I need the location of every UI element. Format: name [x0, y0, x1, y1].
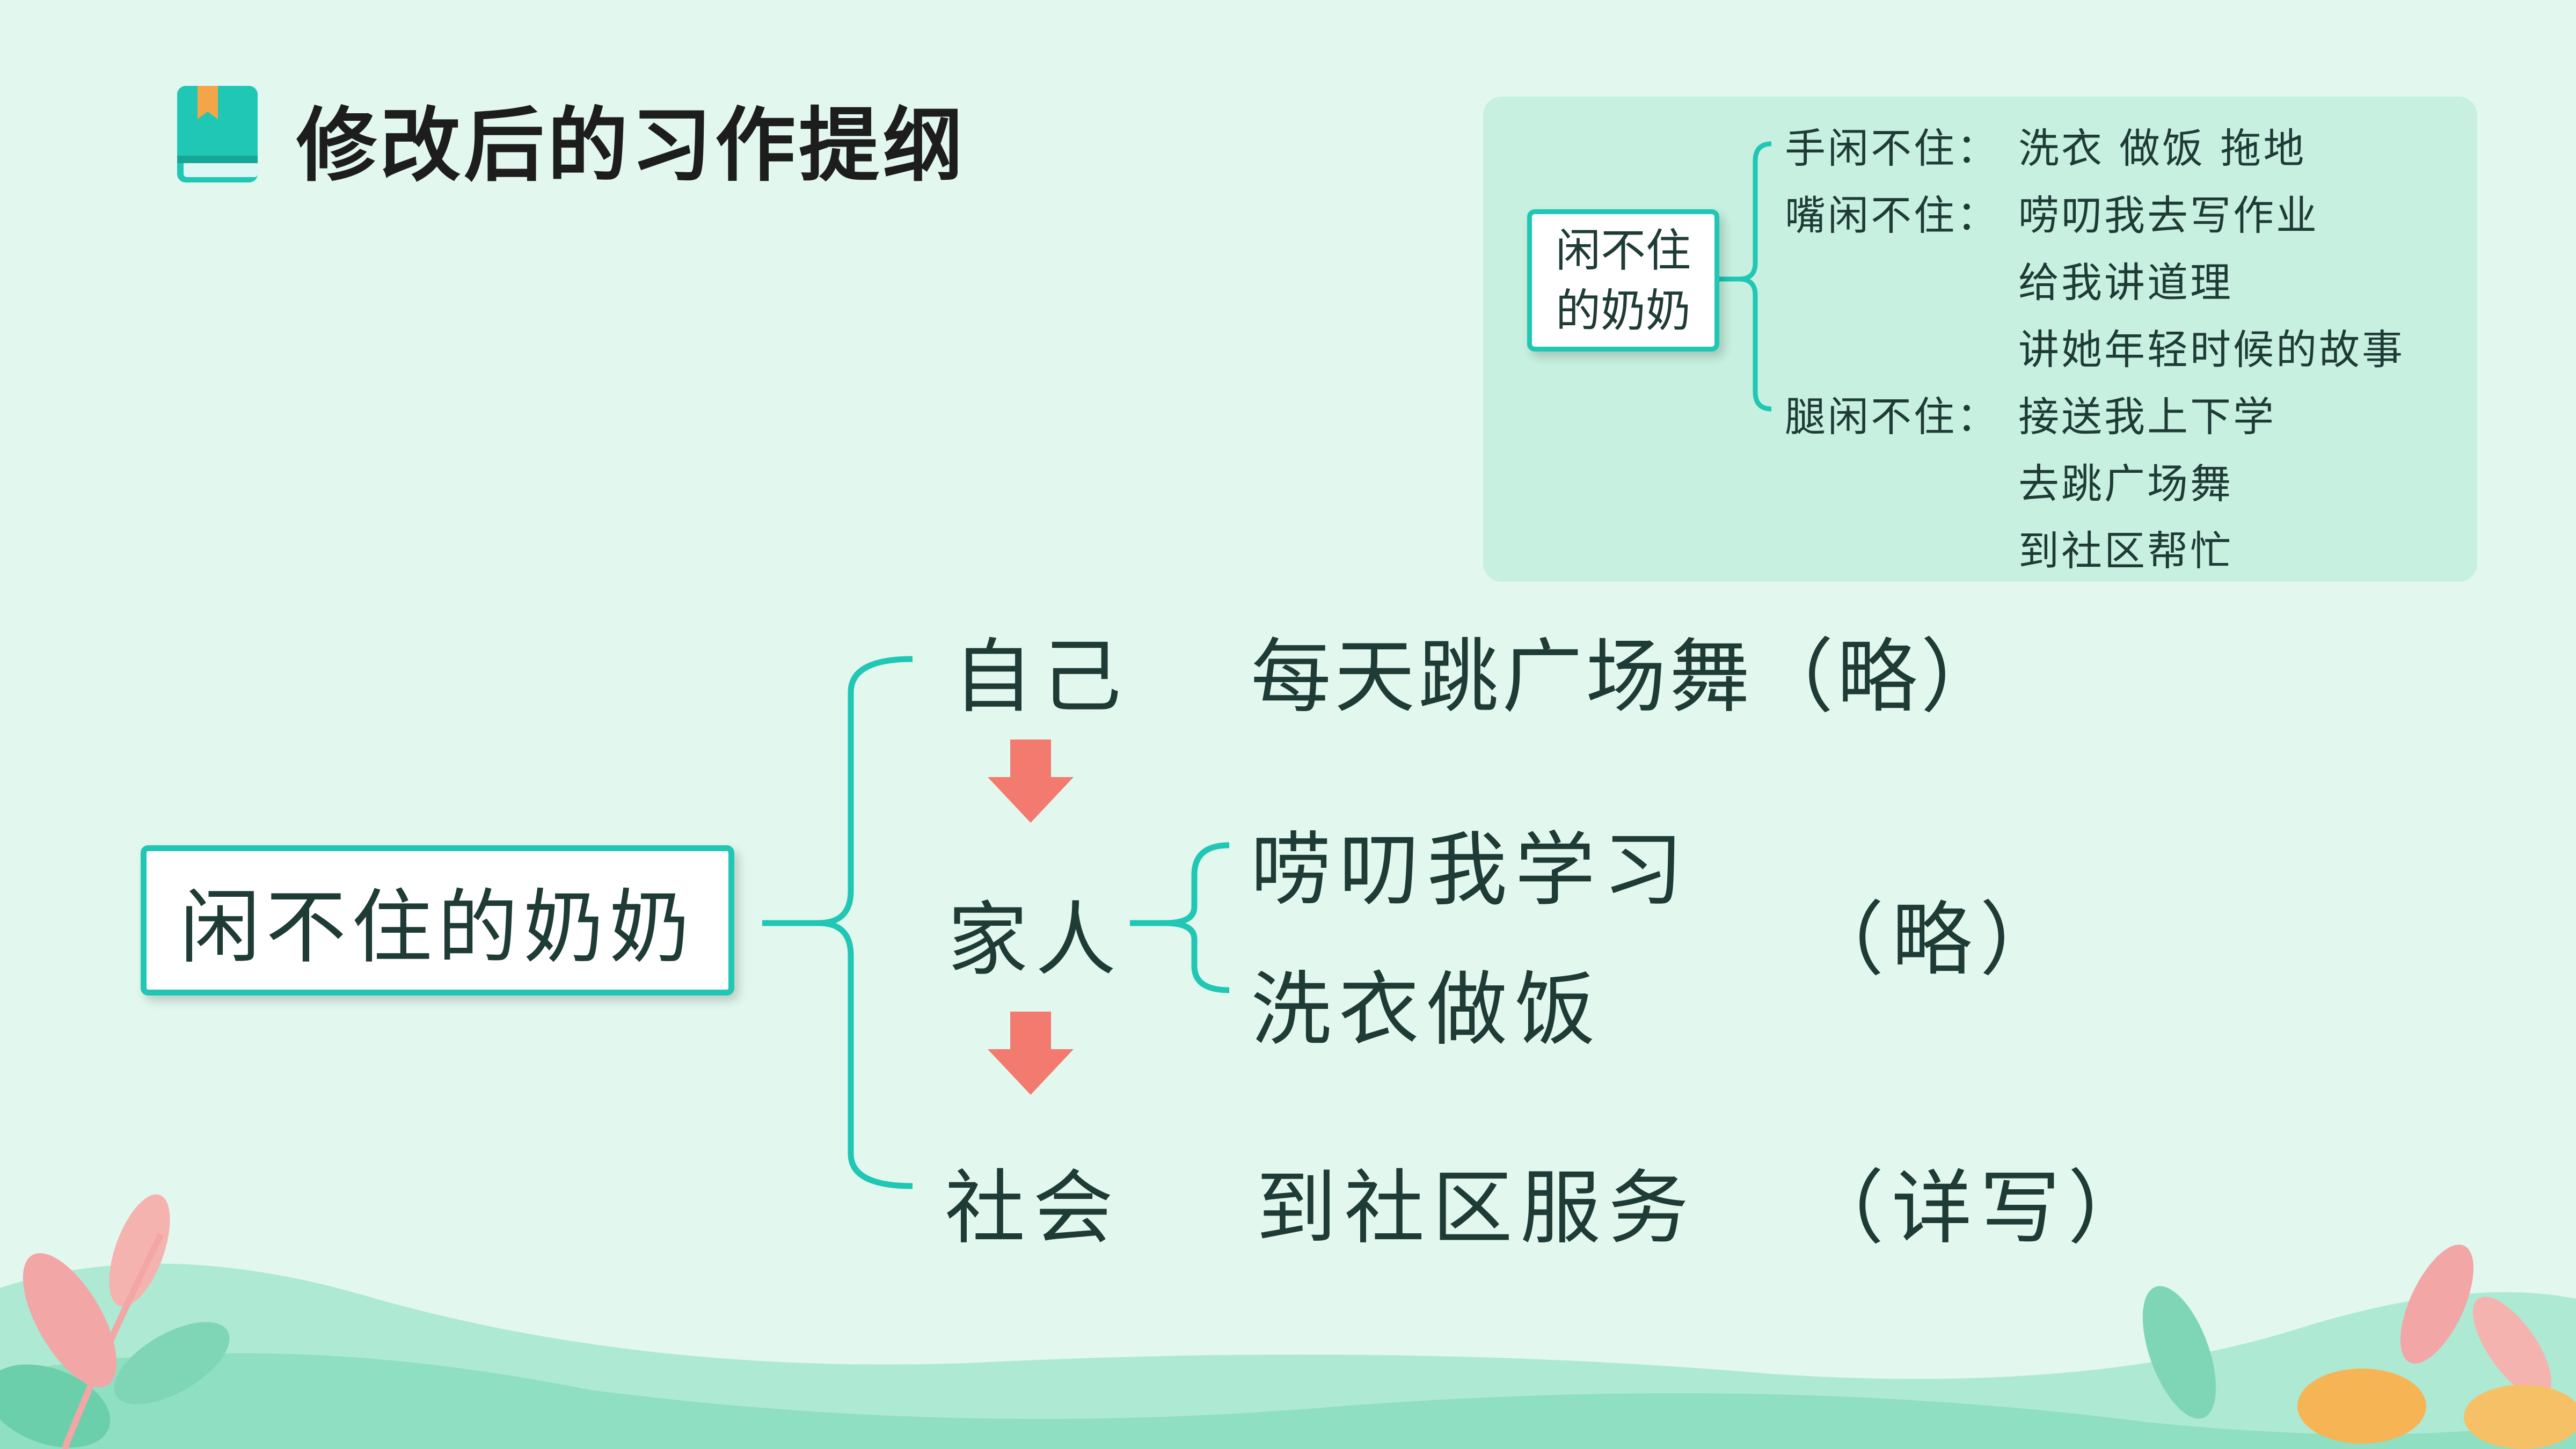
down-arrow-icon	[988, 1012, 1074, 1097]
down-arrow-icon	[988, 740, 1074, 825]
inset-root-line-2: 的奶奶	[1555, 284, 1691, 337]
branch-family-note: （略）	[1804, 894, 2068, 987]
inset-text-leg-1: 接送我上下学	[2018, 393, 2276, 441]
inset-text-leg-3: 到社区帮忙	[2018, 527, 2233, 575]
inset-text-hand: 洗衣 做饭 拖地	[2018, 125, 2307, 172]
inset-text-mouth-1: 唠叨我去写作业	[2018, 192, 2319, 239]
inset-text-leg-2: 去跳广场舞	[2018, 460, 2233, 508]
main-root-box: 闲不住的奶奶	[141, 845, 734, 996]
inset-label-hand: 手闲不住：	[1785, 125, 1999, 172]
branch-family-detail-1: 唠叨我学习	[1251, 824, 1691, 917]
inset-text-mouth-3: 讲她年轻时候的故事	[2018, 326, 2405, 374]
inset-text-mouth-2: 给我讲道理	[2018, 259, 2233, 306]
book-icon	[177, 86, 258, 182]
inset-root-box: 闲不住 的奶奶	[1527, 209, 1719, 352]
branch-society-note: （详写）	[1804, 1162, 2156, 1255]
main-root-label: 闲不住的奶奶	[179, 881, 695, 975]
page-title: 修改后的习作提纲	[296, 99, 967, 193]
branch-self-label: 自己	[953, 631, 1129, 724]
branch-society-detail: 到社区服务	[1256, 1162, 1697, 1255]
branch-family-label: 家人	[947, 894, 1124, 987]
branch-society-label: 社会	[945, 1162, 1121, 1255]
branch-family-detail-2: 洗衣做饭	[1251, 963, 1603, 1057]
inset-root-line-1: 闲不住	[1555, 224, 1691, 277]
inset-label-leg: 腿闲不住：	[1785, 393, 1999, 441]
branch-self-detail: 每天跳广场舞（略）	[1251, 631, 2005, 724]
inset-label-mouth: 嘴闲不住：	[1785, 192, 1999, 239]
